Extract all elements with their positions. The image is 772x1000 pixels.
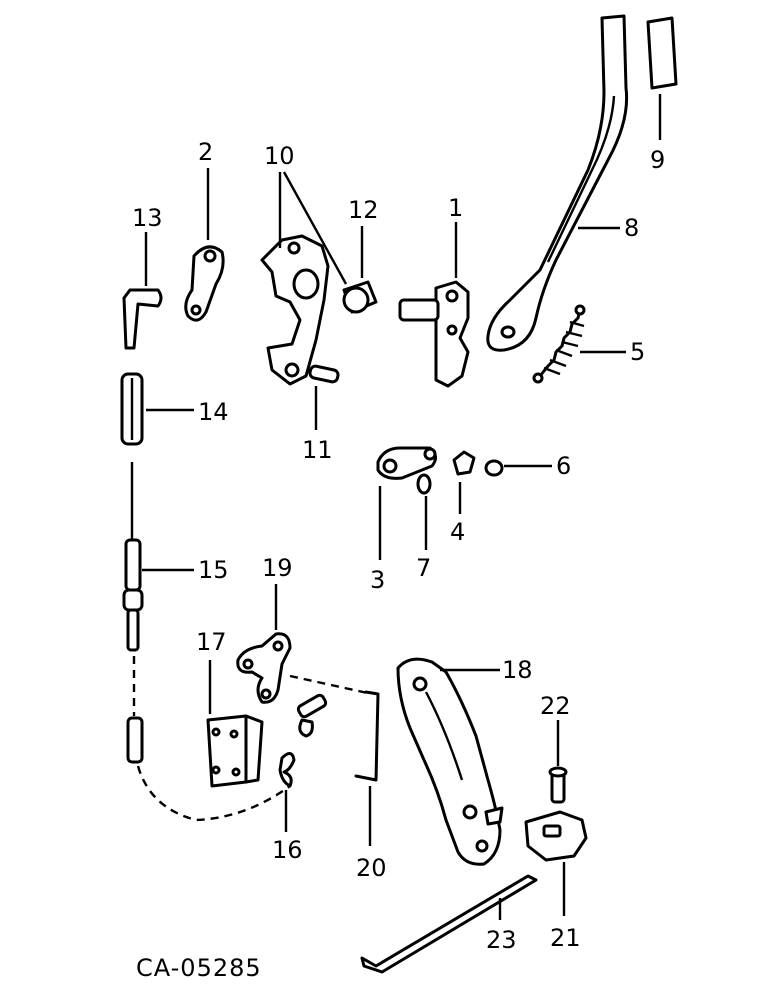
label-8: 8 <box>578 214 639 242</box>
label-11-text: 11 <box>302 436 333 464</box>
label-11: 11 <box>302 386 333 464</box>
part-21-block <box>524 810 588 862</box>
label-21: 21 <box>550 862 581 952</box>
label-8-text: 8 <box>624 214 639 242</box>
label-10: 10 <box>264 142 348 285</box>
part-18-quadrant <box>396 657 504 866</box>
label-4-text: 4 <box>450 518 465 546</box>
part-13-bent-pin <box>122 288 163 350</box>
part-17-bracket-plate <box>206 714 264 788</box>
part-14-tube <box>120 372 144 446</box>
label-17: 17 <box>196 628 227 714</box>
label-22: 22 <box>540 692 571 766</box>
part-1-shaft-plate <box>398 280 470 388</box>
label-5-text: 5 <box>630 338 645 366</box>
part-8-lever <box>486 14 629 352</box>
label-7: 7 <box>416 496 431 582</box>
part-20-rod <box>354 690 380 782</box>
label-20: 20 <box>356 786 387 882</box>
label-14-text: 14 <box>198 398 229 426</box>
label-9-text: 9 <box>650 146 665 174</box>
label-3-text: 3 <box>370 566 385 594</box>
label-21-text: 21 <box>550 924 581 952</box>
label-6: 6 <box>504 452 571 480</box>
part-3-link-plate <box>376 446 437 480</box>
label-13-text: 13 <box>132 204 163 232</box>
label-4: 4 <box>450 482 465 546</box>
part-6-ring <box>484 459 504 477</box>
label-18: 18 <box>440 656 533 684</box>
label-1-text: 1 <box>448 194 463 222</box>
part-2-link <box>184 245 225 322</box>
part-15-cable <box>122 462 144 764</box>
part-7-washer <box>416 473 432 495</box>
part-small-bolt <box>296 693 328 738</box>
label-2-text: 2 <box>198 138 213 166</box>
part-12-bushing <box>342 280 378 314</box>
label-14: 14 <box>146 398 229 426</box>
part-4-bushing <box>452 450 476 476</box>
label-10-text: 10 <box>264 142 295 170</box>
label-16-text: 16 <box>272 836 303 864</box>
label-6-text: 6 <box>556 452 571 480</box>
link-dashes <box>289 674 373 696</box>
label-20-text: 20 <box>356 854 387 882</box>
part-22-bolt <box>548 766 568 804</box>
label-19-text: 19 <box>262 554 293 582</box>
label-17-text: 17 <box>196 628 227 656</box>
label-7-text: 7 <box>416 554 431 582</box>
label-1: 1 <box>448 194 463 278</box>
part-5-spring <box>532 304 586 384</box>
label-23: 23 <box>486 898 517 954</box>
label-12: 12 <box>348 196 379 278</box>
label-3: 3 <box>370 486 385 594</box>
part-10-bracket <box>260 234 330 386</box>
label-19: 19 <box>262 554 293 630</box>
label-15: 15 <box>142 556 229 584</box>
label-9: 9 <box>650 94 665 174</box>
part-11-pin <box>308 364 340 384</box>
label-18-text: 18 <box>502 656 533 684</box>
label-16: 16 <box>272 790 303 864</box>
label-22-text: 22 <box>540 692 571 720</box>
label-23-text: 23 <box>486 926 517 954</box>
label-2: 2 <box>198 138 213 240</box>
part-19-bellcrank <box>236 632 292 704</box>
label-5: 5 <box>580 338 645 366</box>
part-16-clip <box>278 752 296 788</box>
part-23-rod <box>360 874 538 974</box>
drawing-code: CA-05285 <box>136 954 262 982</box>
cable-route-dashes <box>136 765 291 822</box>
label-12-text: 12 <box>348 196 379 224</box>
label-13: 13 <box>132 204 163 286</box>
label-15-text: 15 <box>198 556 229 584</box>
part-9-grip <box>646 16 678 90</box>
